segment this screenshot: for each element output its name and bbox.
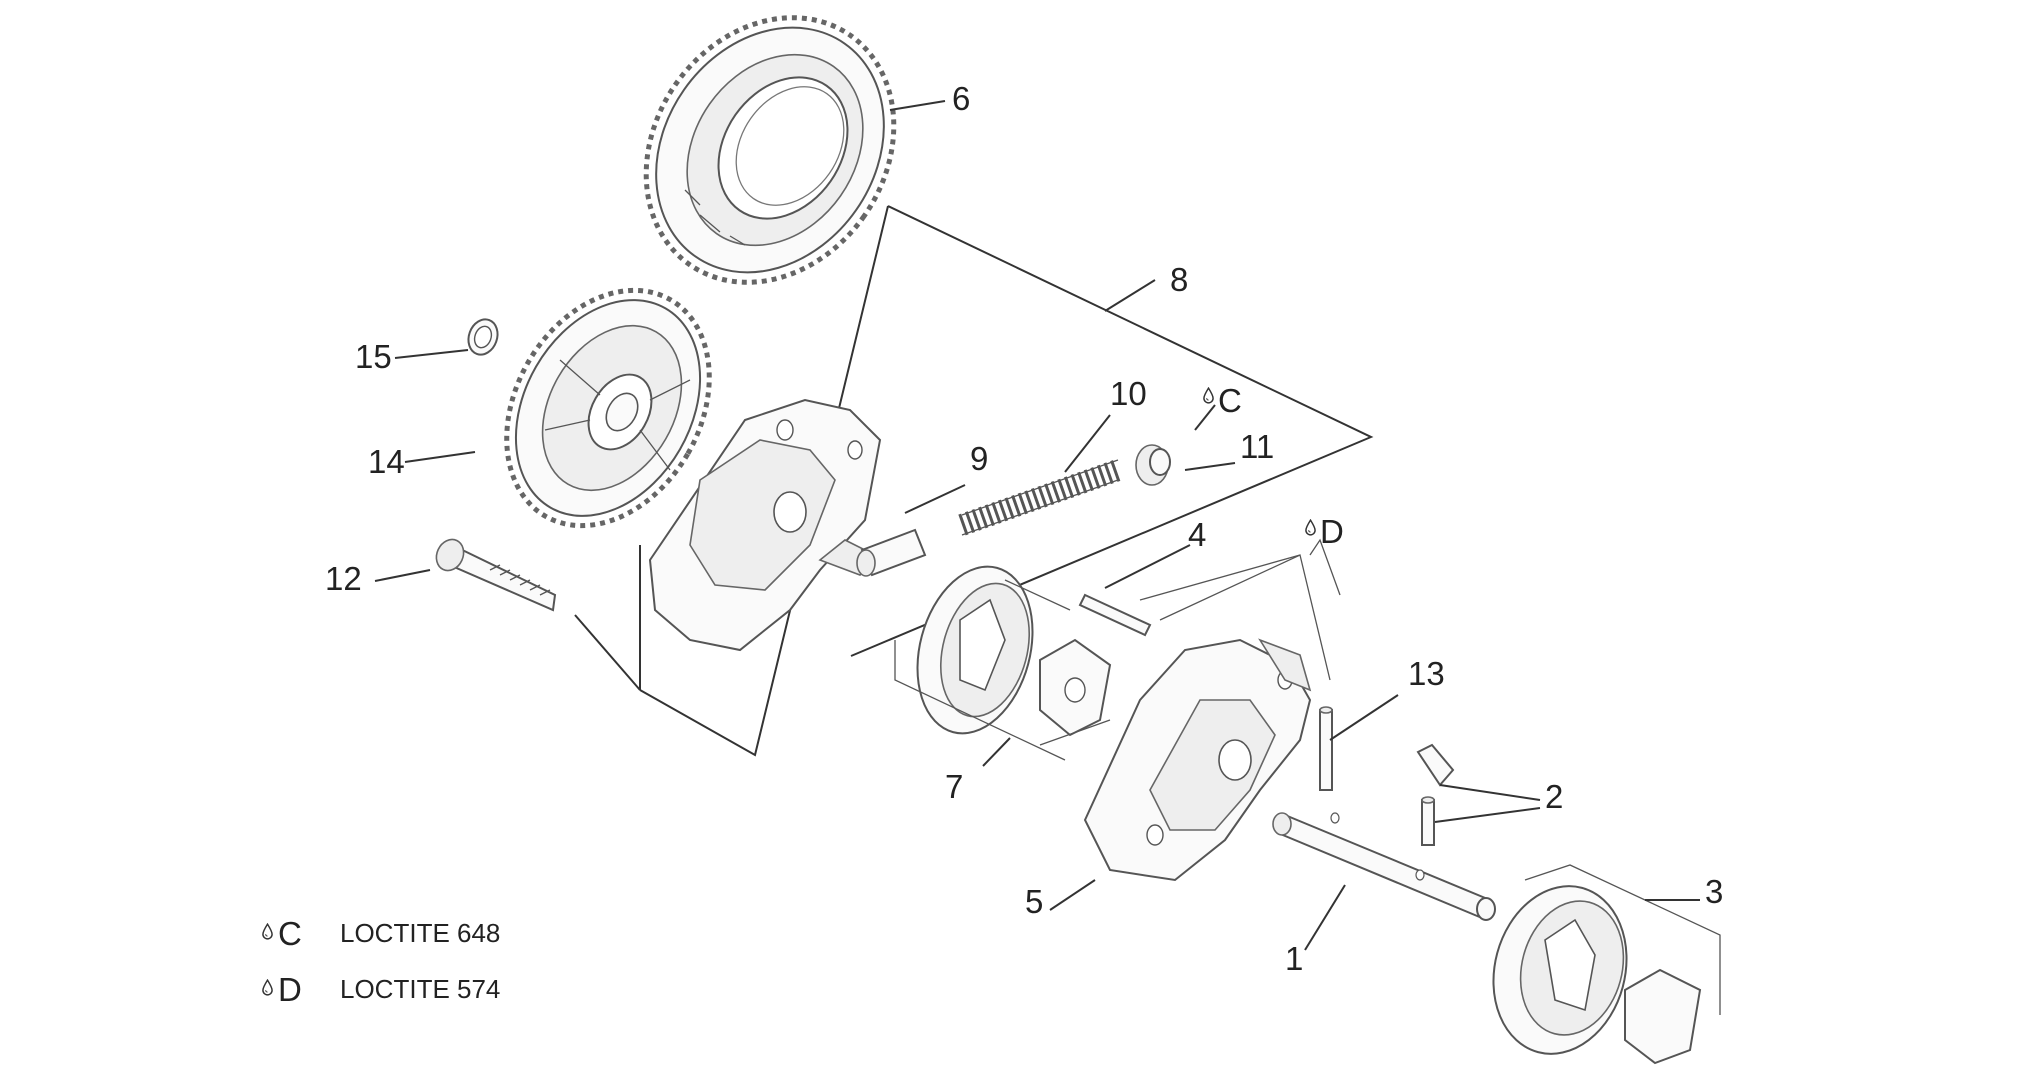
small-pins-part bbox=[1416, 743, 1455, 846]
legend-letter-d: D bbox=[278, 971, 302, 1008]
marker-d: D bbox=[1305, 513, 1344, 550]
marker-c: C bbox=[1203, 382, 1242, 419]
shaft-part bbox=[1272, 812, 1496, 921]
washer-part bbox=[467, 318, 499, 356]
callout-11: 11 bbox=[1240, 428, 1274, 465]
gear-large-part bbox=[643, 15, 897, 285]
cap-nut-part bbox=[1135, 444, 1171, 486]
outer-rotor-part bbox=[1492, 864, 1721, 1065]
legend-text-c: LOCTITE 648 bbox=[340, 918, 500, 948]
callout-8: 8 bbox=[1170, 261, 1188, 298]
legend-item-d: D LOCTITE 574 bbox=[262, 971, 500, 1008]
spring-part bbox=[958, 459, 1122, 536]
callout-labels: 6 8 10 11 9 4 13 2 7 3 5 1 15 14 12 bbox=[325, 80, 1723, 977]
assembly-outline-8 bbox=[639, 205, 1374, 757]
callout-12: 12 bbox=[325, 560, 362, 597]
pump-body-part bbox=[648, 398, 882, 652]
callout-2: 2 bbox=[1545, 778, 1563, 815]
callout-15: 15 bbox=[355, 338, 392, 375]
callout-5: 5 bbox=[1025, 883, 1043, 920]
callout-10: 10 bbox=[1110, 375, 1147, 412]
callout-13: 13 bbox=[1408, 655, 1445, 692]
dowel-part bbox=[1319, 706, 1333, 791]
drop-icon bbox=[1203, 387, 1214, 404]
legend-letter-c: C bbox=[278, 915, 302, 952]
legend-text-d: LOCTITE 574 bbox=[340, 974, 500, 1004]
legend-item-c: C LOCTITE 648 bbox=[262, 915, 500, 952]
marker-d-letter: D bbox=[1320, 513, 1344, 550]
callout-3: 3 bbox=[1705, 873, 1723, 910]
callout-14: 14 bbox=[368, 443, 405, 480]
drop-icon bbox=[262, 979, 273, 996]
drop-icon bbox=[1305, 519, 1316, 536]
rotor-set-part bbox=[894, 565, 1112, 761]
pump-cover-part bbox=[1083, 638, 1312, 882]
marker-c-letter: C bbox=[1218, 382, 1242, 419]
callout-9: 9 bbox=[970, 440, 988, 477]
gear-medium-part bbox=[504, 287, 712, 529]
guide-lines bbox=[574, 554, 1331, 691]
callout-1: 1 bbox=[1285, 940, 1303, 977]
pin-part bbox=[1078, 593, 1152, 637]
bolt-part bbox=[435, 538, 557, 612]
drop-icon bbox=[262, 923, 273, 940]
callout-7: 7 bbox=[945, 768, 963, 805]
callout-6: 6 bbox=[952, 80, 970, 117]
valve-piston-part bbox=[856, 528, 927, 577]
callout-4: 4 bbox=[1188, 516, 1206, 553]
legend: C LOCTITE 648 D LOCTITE 574 bbox=[262, 915, 500, 1008]
leader-lines bbox=[374, 100, 1700, 951]
